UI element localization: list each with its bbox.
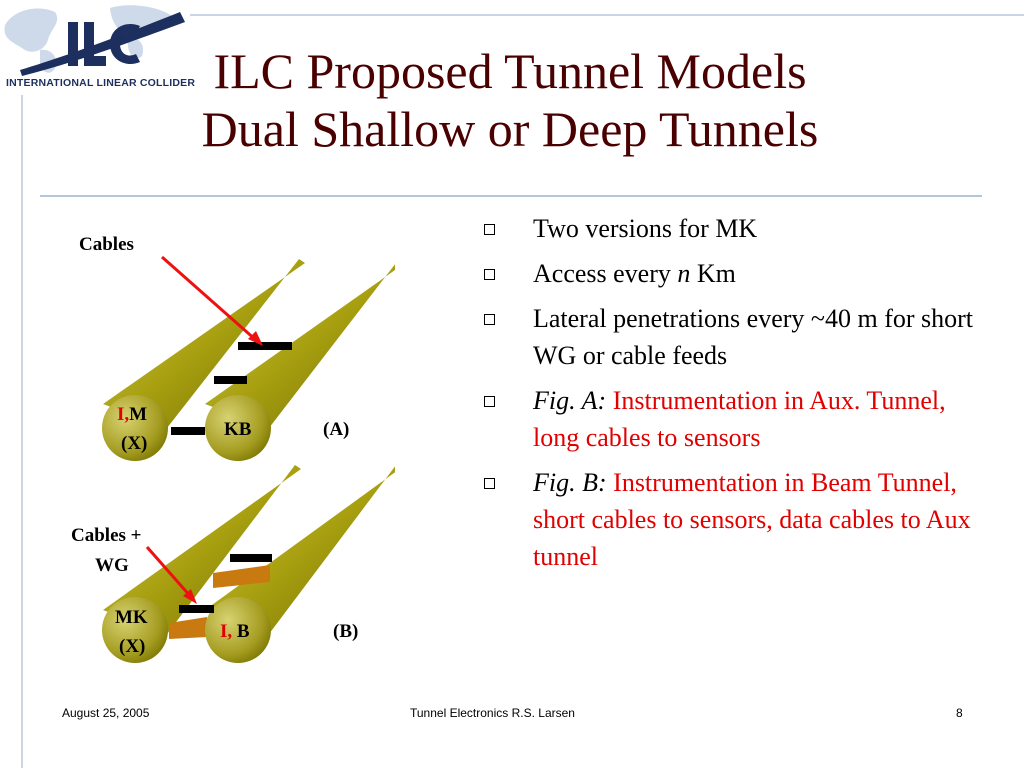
bullet-item: Access every n Km [480, 255, 980, 292]
cable-duct [171, 427, 205, 435]
right-tunnel-b [205, 466, 395, 634]
arrowhead-icon [248, 331, 263, 346]
cables-label: Cables [79, 234, 134, 255]
square-bullet-icon [484, 478, 495, 489]
tunnel-label-kb: KB [224, 419, 252, 440]
cables-wg-arrow [145, 546, 193, 598]
tunnel-label-im: I,M [117, 404, 147, 425]
cable-duct [214, 376, 247, 384]
waveguide-duct [169, 617, 207, 639]
square-bullet-icon [484, 314, 495, 325]
square-bullet-icon [484, 396, 495, 407]
tunnel-label-x: (X) [121, 433, 147, 454]
cable-duct [230, 554, 272, 562]
globe-logo-icon [4, 5, 185, 76]
tunnel-face-ib [205, 597, 271, 663]
tunnel-label-ib: I, B [220, 621, 250, 642]
tunnel-face-kb [205, 395, 271, 461]
tunnel-label-mk: MK [115, 607, 148, 628]
bullet-item: Fig. B: Instrumentation in Beam Tunnel, … [480, 464, 980, 575]
figure-b-tag: (B) [333, 621, 358, 642]
page-number: 8 [956, 706, 963, 720]
page-title: ILC Proposed Tunnel Models Dual Shallow … [60, 42, 960, 158]
title-line-1: ILC Proposed Tunnel Models [213, 43, 807, 99]
tunnel-diagram: Cables I,M (X) KB (A) Cables + WG MK (X) [71, 234, 395, 663]
ilc-logo: INTERNATIONAL LINEAR COLLIDER [0, 0, 195, 100]
footer-date: August 25, 2005 [62, 706, 150, 720]
bullet-item: Fig. A: Instrumentation in Aux. Tunnel, … [480, 382, 980, 456]
top-rule [190, 14, 1024, 16]
cables-wg-label: Cables + [71, 525, 141, 546]
left-rule [21, 95, 23, 768]
logo-text: INTERNATIONAL LINEAR COLLIDER [6, 77, 196, 89]
figure-a: Cables I,M (X) KB (A) [79, 234, 395, 461]
left-tunnel-b [103, 465, 301, 634]
figure-b: Cables + WG MK (X) I, B (B) [71, 465, 395, 663]
cable-duct [179, 605, 214, 613]
bullet-item: Two versions for MK [480, 210, 980, 247]
tunnel-face-im [102, 395, 168, 461]
title-line-2: Dual Shallow or Deep Tunnels [201, 101, 819, 157]
title-rule [40, 195, 982, 197]
cables-wg-label-2: WG [95, 555, 129, 576]
tunnel-face-mk [102, 597, 168, 663]
waveguide-duct [213, 565, 270, 588]
left-tunnel-a [103, 259, 305, 428]
cable-duct [238, 342, 292, 350]
right-tunnel-a [205, 264, 395, 428]
arrowhead-icon [183, 589, 197, 604]
cables-arrow [161, 255, 258, 343]
square-bullet-icon [484, 269, 495, 280]
bullet-item: Lateral penetrations every ~40 m for sho… [480, 300, 980, 374]
bullet-list: Two versions for MK Access every n Km La… [480, 210, 980, 583]
figure-a-tag: (A) [323, 419, 349, 440]
square-bullet-icon [484, 224, 495, 235]
footer-title: Tunnel Electronics R.S. Larsen [410, 706, 575, 720]
tunnel-label-x-b: (X) [119, 636, 145, 657]
